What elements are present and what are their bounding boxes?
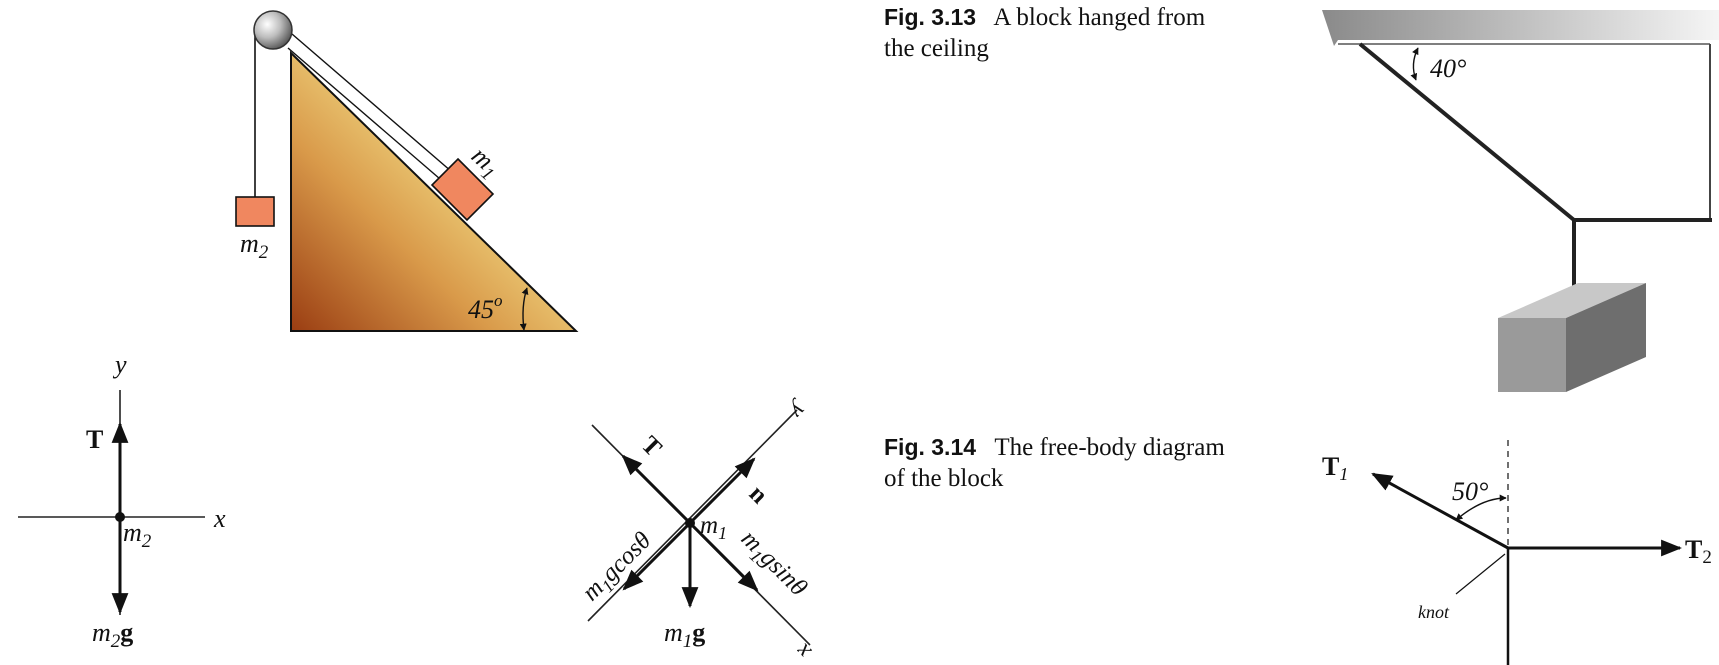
fbd-m1-tension-label: T [636,431,667,462]
t2-label-t: T [1685,535,1702,564]
fbd-m1-cos-arrow [622,521,692,591]
label-m2-sub: 2 [259,242,269,263]
fig-3-13-diagram: 40° [1322,10,1719,392]
label-m2-m: m [240,229,259,258]
t1-label-sub: 1 [1339,464,1348,484]
fbd-m1-sin-arrow [688,521,759,592]
fbd-m1-body-m: m [700,512,718,539]
label-m2: m2 [240,229,269,263]
block-front [1498,318,1566,392]
fbd-m2-weight-label: m2g [92,618,133,652]
fbd-m1-y-label: y [785,396,813,424]
fbd-m2-body-dot [115,512,125,522]
block-m2 [235,196,275,227]
incline-diagram: m1 m2 45o [235,10,579,332]
t2-label-sub: 2 [1702,547,1712,568]
fig-3-13-text-line1: A block hanged from [993,4,1206,31]
fbd-angle-arc [1455,494,1507,521]
fbd-m2: y x T m2 m2g [18,350,226,652]
fbd-m2-weight-m: m [92,618,111,647]
fig-3-14-angle-label: 50° [1452,477,1488,506]
knot-label: knot [1418,602,1450,622]
block-top [1498,283,1646,318]
fbd-m1-weight-label: m1g [664,618,705,652]
t2-label: T2 [1685,535,1712,568]
fbd-m1-y-axis [587,409,798,622]
fbd-m1-tension-arrow [621,454,692,525]
fig-3-14-caption: Fig. 3.14 The free-body diagram of the b… [884,432,1304,494]
rope-incline-lower [287,47,448,186]
pulley [253,10,293,50]
fbd-m1-weight-g: g [692,618,705,647]
fbd-m1-weight-sub: 1 [683,631,693,652]
knot-pointer [1455,553,1506,595]
t1-label-t: T [1322,452,1339,481]
fbd-m1-body-sub: 1 [718,523,727,543]
fbd-m2-body-label: m2 [123,518,152,552]
fbd-m1-cos-rest: gcosθ [596,527,656,587]
fbd-m1: y x T n m1 m1gcosθ m1gsinθ m1g [577,396,817,665]
fig-3-14-text-line1: The free-body diagram [994,434,1225,461]
incline-angle-unit: o [494,291,503,310]
fig-3-13-angle-label: 40° [1430,54,1466,83]
fbd-m2-body-m: m [123,518,142,547]
fbd-m2-tension-label: T [86,425,103,454]
fbd-m1-normal-label: n [744,480,773,509]
wedge [290,50,579,332]
rope-ceiling [1358,42,1576,222]
fig-3-14-text-line2: of the block [884,465,1004,492]
fig-3-13-text-line2: the ceiling [884,35,989,62]
ceiling-angle-arc [1410,47,1419,81]
rope-incline-upper [291,33,460,179]
fbd-m2-weight-sub: 2 [111,631,121,652]
incline-angle-value: 45 [468,295,494,324]
fig-3-13-number: Fig. 3.13 [884,4,977,30]
fbd-m1-body-dot [685,518,695,528]
incline-angle-arc [519,287,529,331]
fig-3-13-caption: Fig. 3.13 A block hanged from the ceilin… [884,2,1284,64]
block-m1 [430,157,495,222]
ceiling [1322,10,1719,46]
fbd-m1-x-label: x [790,638,817,665]
fbd-m1-weight-m: m [664,618,683,647]
block-side [1566,283,1646,392]
fbd-m1-normal-arrow [688,457,756,525]
t1-label: T1 [1322,452,1348,484]
fbd-m2-y-label: y [112,350,127,379]
t1-arrow [1371,472,1509,550]
fig-3-14-diagram: 50° T1 T2 knot [1322,440,1712,665]
fbd-m2-x-label: x [213,504,226,533]
fbd-m1-sin-label: m1gsinθ [733,525,812,604]
incline-angle-label: 45o [468,291,503,324]
fig-3-14-number: Fig. 3.14 [884,434,977,460]
fbd-m1-body-label: m1 [700,512,727,543]
fbd-m2-weight-g: g [120,618,133,647]
fbd-m2-body-sub: 2 [142,531,152,552]
